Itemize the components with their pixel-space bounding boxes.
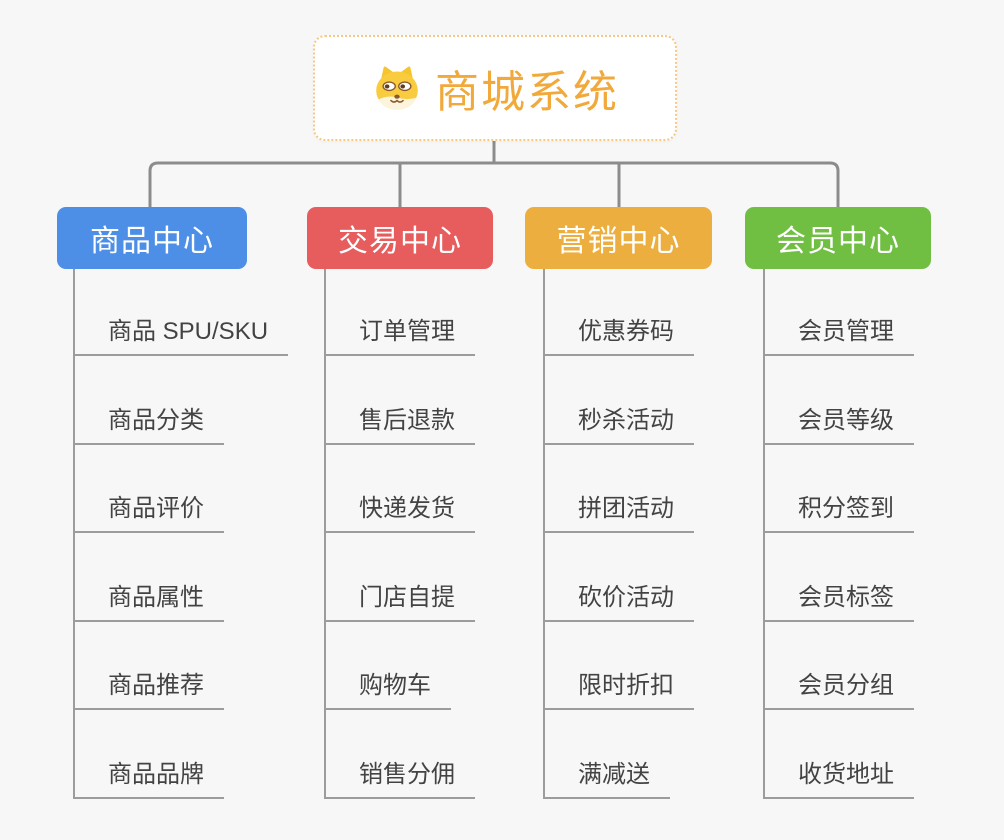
branch-children-marketing-center: 优惠券码 秒杀活动 拼团活动 砍价活动 限时折扣 满减送 <box>543 267 694 799</box>
branch-node-member-center[interactable]: 会员中心 <box>745 207 931 269</box>
child-node[interactable]: 优惠券码 <box>545 268 694 356</box>
root-node[interactable]: 商城系统 <box>313 35 677 141</box>
child-node[interactable]: 限时折扣 <box>545 622 694 710</box>
branch-node-product-center[interactable]: 商品中心 <box>57 207 247 269</box>
child-node[interactable]: 售后退款 <box>326 356 475 445</box>
dog-face-icon <box>371 62 423 114</box>
child-node[interactable]: 销售分佣 <box>326 710 475 799</box>
child-node[interactable]: 收货地址 <box>765 710 914 799</box>
branch-node-trade-center[interactable]: 交易中心 <box>307 207 493 269</box>
child-node[interactable]: 会员分组 <box>765 622 914 710</box>
root-title: 商城系统 <box>435 68 619 117</box>
child-node[interactable]: 会员等级 <box>765 356 914 445</box>
child-node[interactable]: 会员标签 <box>765 533 914 622</box>
child-node[interactable]: 门店自提 <box>326 533 475 622</box>
branch-node-marketing-center[interactable]: 营销中心 <box>525 207 712 269</box>
child-node[interactable]: 砍价活动 <box>545 533 694 622</box>
child-node[interactable]: 商品 SPU/SKU <box>75 268 289 356</box>
child-node[interactable]: 购物车 <box>326 622 451 710</box>
child-node[interactable]: 订单管理 <box>326 268 475 356</box>
child-node[interactable]: 积分签到 <box>765 445 914 533</box>
child-node[interactable]: 商品属性 <box>75 533 224 622</box>
child-node[interactable]: 商品推荐 <box>75 622 224 710</box>
child-node[interactable]: 拼团活动 <box>545 445 694 533</box>
branch-children-product-center: 商品 SPU/SKU 商品分类 商品评价 商品属性 商品推荐 商品品牌 <box>73 267 289 799</box>
child-node[interactable]: 商品品牌 <box>75 710 224 799</box>
branch-children-trade-center: 订单管理 售后退款 快递发货 门店自提 购物车 销售分佣 <box>324 267 475 799</box>
child-node[interactable]: 会员管理 <box>765 268 914 356</box>
branch-children-member-center: 会员管理 会员等级 积分签到 会员标签 会员分组 收货地址 <box>763 267 914 799</box>
child-node[interactable]: 商品评价 <box>75 445 224 533</box>
child-node[interactable]: 商品分类 <box>75 356 224 445</box>
child-node[interactable]: 满减送 <box>545 710 670 799</box>
child-node[interactable]: 快递发货 <box>326 445 475 533</box>
child-node[interactable]: 秒杀活动 <box>545 356 694 445</box>
